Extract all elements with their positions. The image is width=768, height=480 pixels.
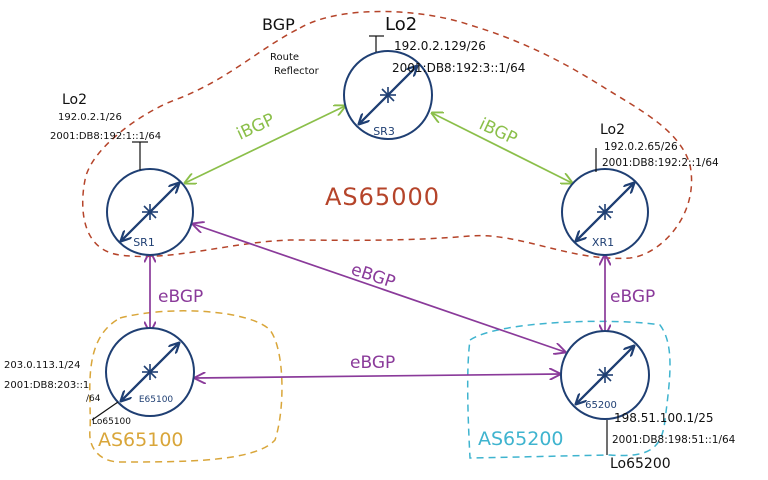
link-sr3-xr1-line (432, 113, 572, 183)
sr3-ipv4: 192.0.2.129/26 (394, 39, 486, 53)
link-sr1-r65200-label: eBGP (348, 260, 397, 293)
as65000-boundary (81, 10, 693, 260)
as65100-boundary (89, 310, 283, 463)
r65200-ipv4: 198.51.100.1/25 (614, 411, 713, 425)
link-sr1-e65100-label: eBGP (158, 287, 203, 307)
router-r65200: 65200 (560, 330, 650, 420)
router-sr1-label: SR1 (133, 236, 155, 249)
sr3-ipv6: 2001:DB8:192:3::1/64 (392, 61, 525, 75)
router-xr1-label: XR1 (592, 236, 614, 249)
router-sr3: SR3 (343, 50, 433, 140)
xr1-ipv4: 192.0.2.65/26 (604, 141, 678, 153)
link-sr1-r65200-line (193, 224, 565, 352)
link-sr1-sr3-label: iBGP (234, 110, 278, 145)
router-e65100-label: E65100 (139, 395, 174, 405)
link-sr1-sr3-line (185, 106, 345, 183)
sr3-loopback-name: Lo2 (385, 14, 417, 35)
e65100-loopback-name: Lo65100 (92, 417, 131, 427)
route-reflector-line2: Reflector (274, 66, 320, 77)
router-e65100: E65100 (105, 327, 195, 417)
router-sr1: SR1 (106, 168, 194, 256)
link-e65100-r65200-line (195, 374, 560, 378)
link-xr1-r65200-label: eBGP (610, 287, 655, 307)
link-e65100-r65200-label: eBGP (350, 353, 395, 373)
router-r65200-label: 65200 (585, 400, 617, 411)
e65100-ipv6-b: /64 (86, 394, 101, 404)
route-reflector-line1: Route (270, 52, 299, 63)
e65100-ipv4: 203.0.113.1/24 (4, 360, 81, 371)
sr1-loopback-name: Lo2 (62, 92, 87, 108)
sr1-ipv6: 2001:DB8:192:1::1/64 (50, 131, 161, 142)
as65100-label: AS65100 (98, 429, 184, 451)
r65200-loopback-name: Lo65200 (610, 456, 671, 472)
sr1-ipv4: 192.0.2.1/26 (58, 112, 122, 123)
route-reflector-title: BGP (262, 15, 295, 34)
r65200-ipv6: 2001:DB8:198:51::1/64 (612, 434, 736, 446)
e65100-ipv6-a: 2001:DB8:203::1 (4, 380, 89, 391)
router-e65100-loopback-stub (91, 401, 119, 421)
as65000-label: AS65000 (325, 183, 440, 211)
xr1-loopback-name: Lo2 (600, 122, 625, 138)
router-sr3-label: SR3 (373, 125, 395, 138)
as65200-label: AS65200 (478, 428, 564, 450)
link-sr3-xr1-label: iBGP (476, 114, 520, 149)
as65200-boundary (466, 320, 671, 459)
router-xr1: XR1 (561, 168, 649, 256)
xr1-ipv6: 2001:DB8:192:2::1/64 (602, 157, 719, 169)
